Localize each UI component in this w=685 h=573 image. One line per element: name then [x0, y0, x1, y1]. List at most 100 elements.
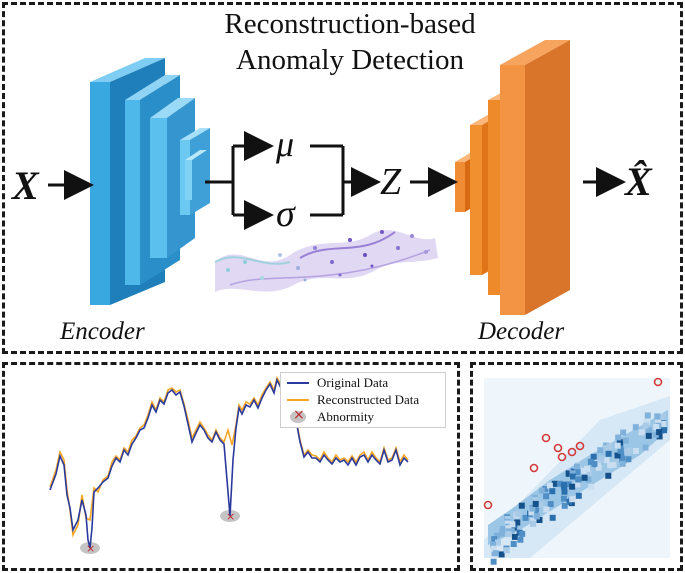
heatmap-cell	[490, 545, 497, 552]
heatmap-cell	[551, 480, 558, 487]
heatmap-cell	[614, 442, 621, 449]
heatmap-cell	[591, 460, 598, 467]
heatmap-cell	[511, 533, 518, 540]
heatmap-cell	[656, 433, 663, 440]
heatmap-cell	[618, 451, 625, 458]
heatmap-cell	[581, 474, 588, 481]
heatmap-cell	[528, 509, 535, 516]
output-symbol: X̂	[625, 159, 652, 204]
heatmap-cell	[656, 429, 663, 436]
heatmap-cell	[652, 431, 659, 438]
heatmap-cell	[537, 501, 544, 508]
heatmap-cell	[549, 488, 556, 495]
heatmap-cell	[569, 496, 576, 503]
heatmap-cell	[574, 469, 581, 476]
chart-legend: Original Data Reconstructed Data Abnormi…	[280, 372, 446, 428]
legend-abnormity-label: Abnormity	[317, 409, 375, 424]
legend-item-abnormity: Abnormity	[287, 407, 375, 425]
heatmap-cell	[615, 434, 622, 441]
heatmap-cell	[499, 526, 506, 532]
heatmap-cell	[642, 444, 649, 451]
flow-connectors	[48, 131, 626, 230]
heatmap-cell	[624, 449, 631, 456]
heatmap-cell	[642, 422, 649, 429]
heatmap-cell	[580, 467, 587, 474]
heatmap-cell	[575, 492, 582, 499]
heatmap-cell	[614, 452, 621, 459]
heatmap-cell	[653, 424, 660, 430]
heatmap-cell	[543, 493, 550, 500]
legend-item-reconstructed: Reconstructed Data	[287, 392, 419, 408]
latent-distribution-cloud	[214, 230, 438, 292]
heatmap-cell	[503, 547, 510, 554]
heatmap-cell	[494, 532, 501, 539]
abnormity-swatch	[290, 407, 306, 423]
heatmap-cell	[617, 447, 624, 454]
heatmap-cell	[587, 458, 594, 465]
heatmap-cell	[569, 483, 576, 490]
heatmap-cell	[519, 530, 526, 537]
heatmap-cell	[644, 412, 651, 419]
reconstructed-line-swatch	[287, 399, 309, 401]
decoder-block	[455, 40, 570, 315]
heatmap-cell	[606, 443, 613, 450]
heatmap-cell	[529, 505, 536, 512]
decoder-label: Decoder	[478, 318, 565, 345]
heatmap-cell	[517, 536, 524, 543]
scatter-panel-frame	[470, 362, 683, 571]
heatmap-cell	[546, 482, 553, 489]
heatmap-cell	[622, 437, 629, 444]
heatmap-cell	[638, 429, 645, 436]
encoder-block	[90, 58, 210, 305]
heatmap-cell	[565, 481, 572, 488]
heatmap-cell	[522, 514, 529, 521]
heatmap-cell	[532, 500, 539, 507]
original-data-line	[49, 377, 409, 549]
heatmap-cell	[645, 432, 652, 439]
legend-reconstructed-label: Reconstructed Data	[317, 392, 420, 407]
heatmap-cell	[603, 457, 610, 464]
original-line-swatch	[287, 382, 309, 384]
heatmap-cell	[514, 510, 521, 517]
heatmap-cell	[504, 515, 511, 522]
heatmap-cell	[538, 487, 545, 494]
heatmap-cell	[625, 456, 632, 463]
heatmap-cell	[659, 413, 666, 420]
heatmap-cell	[536, 517, 543, 523]
heatmap-cell	[607, 462, 614, 469]
diagram-title-line-2: Anomaly Detection	[236, 44, 464, 76]
heatmap-cell	[654, 413, 661, 420]
heatmap-cell	[632, 424, 639, 431]
heatmap-cell	[543, 506, 550, 513]
heatmap-cell	[660, 420, 667, 427]
diagram-title-line-1: Reconstruction-based	[224, 8, 476, 40]
heatmap-cell	[508, 527, 515, 534]
heatmap-cell	[585, 476, 592, 483]
heatmap-cell	[505, 525, 512, 532]
heatmap-cell	[533, 506, 540, 513]
heatmap-cell	[605, 450, 612, 457]
heatmap-cell	[530, 520, 536, 527]
heatmap-cell	[574, 481, 581, 488]
heatmap-cell	[602, 445, 609, 452]
heatmap-cell	[569, 470, 576, 477]
heatmap-cell	[619, 460, 626, 467]
outlier-points	[483, 377, 663, 510]
heatmap-cell	[605, 472, 612, 479]
heatmap-cell	[565, 470, 572, 477]
heatmap-cell	[594, 459, 601, 466]
encoder-label: Encoder	[60, 318, 145, 345]
heatmap-cell	[561, 488, 568, 495]
heatmap-cell	[620, 429, 627, 436]
heatmap-cell	[590, 453, 597, 460]
heatmap-cell	[514, 519, 521, 526]
heatmap-cell	[518, 502, 525, 509]
heatmap-cell	[509, 521, 516, 528]
scatter-heatmap-plot	[483, 377, 670, 565]
anomaly-x-1: ×	[86, 542, 95, 555]
anomaly-x-2: ×	[226, 510, 235, 523]
reconstructed-data-line	[49, 375, 409, 538]
timeseries-panel-frame	[2, 362, 460, 571]
heatmap-cell	[575, 476, 582, 483]
legend-item-original: Original Data	[287, 375, 388, 391]
